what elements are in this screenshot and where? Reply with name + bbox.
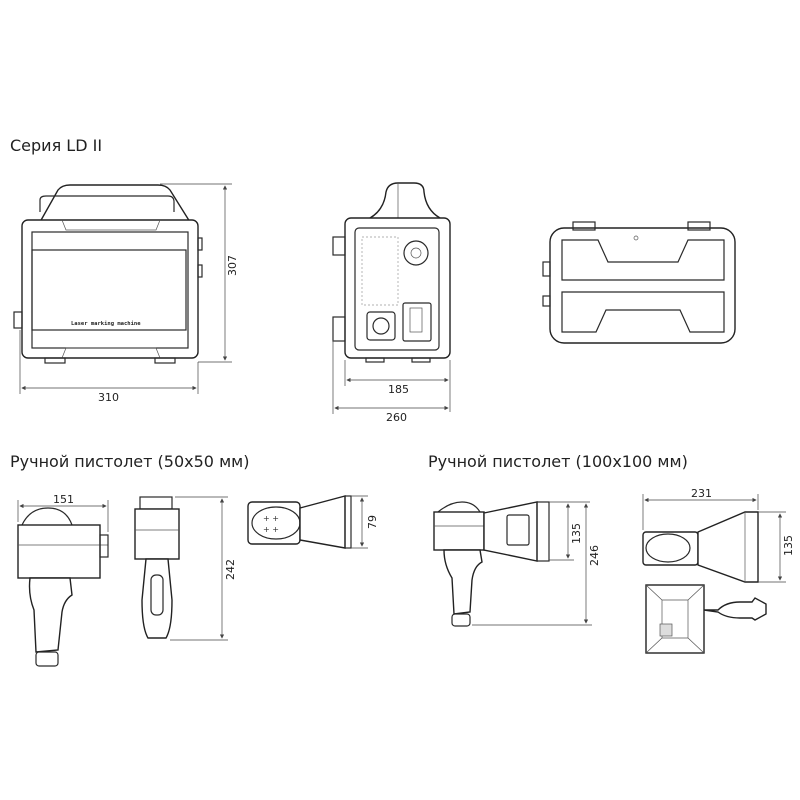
svg-text:135: 135 <box>782 535 795 556</box>
svg-text:+ +: + + <box>263 514 279 523</box>
dimension-135-top: 135 <box>758 511 795 583</box>
svg-text:231: 231 <box>691 487 712 500</box>
machine-label: Laser marking machine <box>71 321 141 327</box>
svg-text:79: 79 <box>366 515 379 529</box>
gun-large-side-view <box>433 501 550 627</box>
svg-text:307: 307 <box>226 255 239 276</box>
svg-text:260: 260 <box>386 411 407 424</box>
gun-large-bottom-view <box>645 584 767 654</box>
svg-text:+ +: + + <box>263 525 279 534</box>
power-switch-icon <box>402 302 432 342</box>
connector-port-icon <box>372 317 390 335</box>
svg-text:185: 185 <box>388 383 409 396</box>
emergency-stop-icon <box>403 240 429 266</box>
svg-text:310: 310 <box>98 391 119 404</box>
dimension-307: 307 <box>160 183 239 363</box>
gun-small-top-view: + + + + <box>247 495 352 549</box>
vent-grille <box>361 236 399 306</box>
gun-small-front-view <box>134 496 180 639</box>
machine-top-view <box>542 221 736 344</box>
series-title: Серия LD II <box>10 136 102 155</box>
dimension-310: 310 <box>19 330 199 404</box>
gun-large-top-view <box>642 511 759 583</box>
dimension-135-side: 135 <box>549 501 590 561</box>
gun-large-title: Ручной пистолет (100x100 мм) <box>428 452 688 471</box>
svg-text:151: 151 <box>53 493 74 506</box>
dimension-231: 231 <box>642 487 759 530</box>
svg-text:135: 135 <box>570 523 583 544</box>
gun-small-title: Ручной пистолет (50x50 мм) <box>10 452 249 471</box>
dimension-242: 242 <box>170 496 237 641</box>
dimension-185: 185 <box>344 360 451 412</box>
machine-front-view: Laser marking machine <box>13 184 203 364</box>
dimension-260: 260 <box>332 340 449 424</box>
gun-small-side-view <box>17 507 109 667</box>
dimension-246: 246 <box>472 503 601 626</box>
dimension-79: 79 <box>351 495 379 549</box>
svg-text:242: 242 <box>224 559 237 580</box>
dimension-151: 151 <box>17 493 109 532</box>
machine-side-view <box>332 182 451 363</box>
svg-text:246: 246 <box>588 545 601 566</box>
